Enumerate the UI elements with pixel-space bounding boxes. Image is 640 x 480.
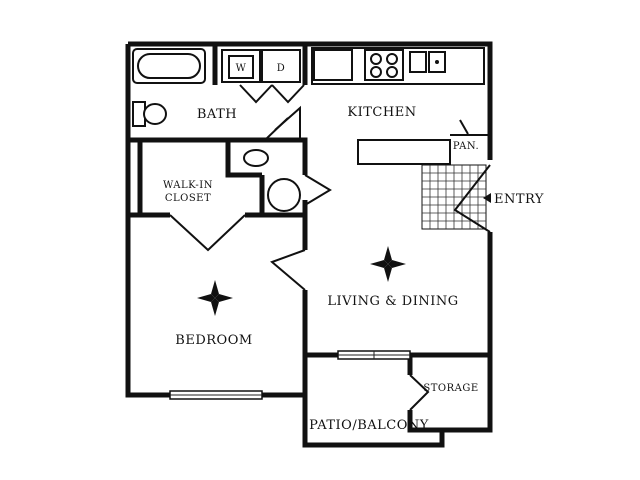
ceiling-fan-icon [370,246,406,282]
room-label-walk-in: WALK-IN [163,180,213,191]
room-label-pantry: PAN. [453,141,479,152]
windows [169,350,411,400]
bath-fixtures [132,48,206,127]
room-label-bedroom: BEDROOM [175,333,252,348]
entry-tile [421,164,487,230]
vanity [243,149,301,212]
interior-walls [128,44,490,433]
arrow-left-icon [483,193,491,203]
room-label-bath: BATH [197,107,237,122]
label-entry: ENTRY [494,192,544,207]
washer-label: W [236,63,247,74]
door-swings [169,105,491,411]
dryer-label: D [277,63,286,74]
room-label-closet: CLOSET [165,193,211,204]
ceiling-fan-icon [197,280,233,316]
room-label-living-dining: LIVING & DINING [327,294,458,309]
room-label-kitchen: KITCHEN [347,105,416,120]
laundry: W D [221,49,305,104]
room-label-patio-balcony: PATIO/BALCONY [309,418,429,433]
kitchen-fixtures [311,47,485,165]
room-label-storage: STORAGE [423,383,478,394]
